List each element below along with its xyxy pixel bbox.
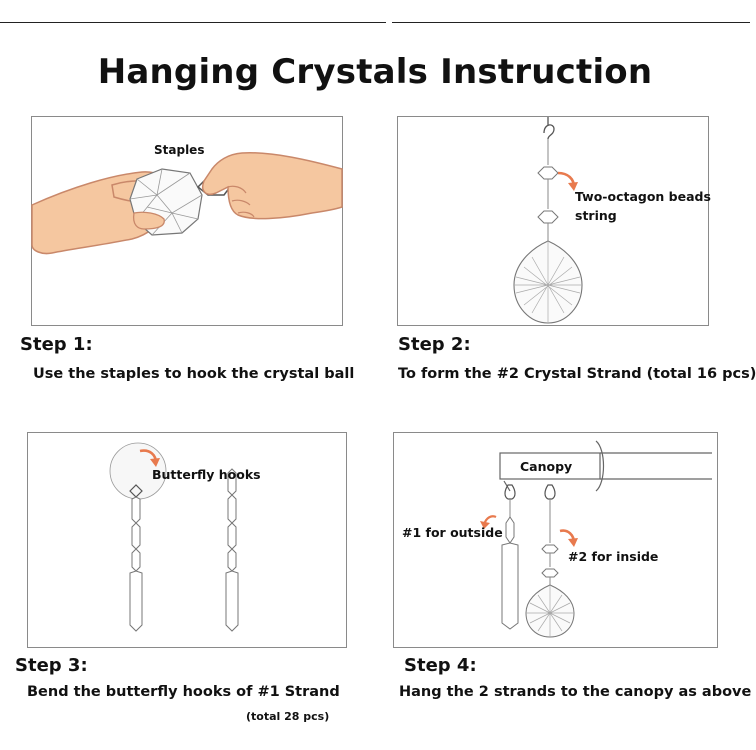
octagon-bead-1 — [537, 166, 559, 180]
step2-heading: Step 2: — [398, 334, 471, 355]
canopy-bar — [499, 452, 601, 480]
step1-illustration: Staples — [31, 116, 343, 326]
left-fingers — [132, 211, 165, 230]
step1-heading: Step 1: — [20, 334, 93, 355]
strand-right — [225, 468, 239, 632]
step2-illustration: Two-octagon beads string — [397, 116, 711, 326]
crystal-ball-pendant — [513, 240, 583, 324]
strand-1-outside — [501, 484, 519, 630]
canopy-strands-illustration — [480, 440, 712, 638]
butterfly-hook-strands-illustration — [109, 442, 239, 632]
staples-label: Staples — [154, 143, 205, 157]
top-hook — [543, 117, 555, 140]
right-hand — [202, 151, 343, 220]
top-divider-right — [392, 22, 750, 23]
strand-2-inside — [525, 484, 575, 638]
hands-holding-crystal-illustration — [31, 151, 343, 255]
step3-note: (total 28 pcs) — [246, 710, 330, 723]
step4-heading: Step 4: — [404, 655, 477, 676]
step2-description: To form the #2 Crystal Strand (total 16 … — [398, 366, 756, 382]
step1-description: Use the staples to hook the crystal ball — [33, 366, 355, 382]
page-title: Hanging Crystals Instruction — [97, 52, 653, 92]
crystal-strand-illustration — [513, 117, 583, 324]
step3-description: Bend the butterfly hooks of #1 Strand — [27, 684, 340, 700]
canopy-label: Canopy — [520, 459, 573, 474]
step4-description: Hang the 2 strands to the canopy as abov… — [399, 684, 752, 700]
right-finger-lines — [227, 185, 255, 218]
strand-left — [129, 484, 143, 632]
inside-strand-label: #2 for inside — [568, 549, 659, 564]
beads-label-line2: string — [575, 208, 617, 223]
outside-strand-label: #1 for outside — [402, 525, 503, 540]
beads-label-line1: Two-octagon beads — [575, 189, 711, 204]
butterfly-hooks-label: Butterfly hooks — [152, 467, 261, 482]
octagon-bead-2 — [537, 210, 559, 224]
step3-illustration: Butterfly hooks — [27, 432, 347, 648]
top-divider-left — [0, 22, 386, 23]
step4-illustration: Canopy #1 for outside #2 for inside — [393, 432, 718, 648]
step3-heading: Step 3: — [15, 655, 88, 676]
